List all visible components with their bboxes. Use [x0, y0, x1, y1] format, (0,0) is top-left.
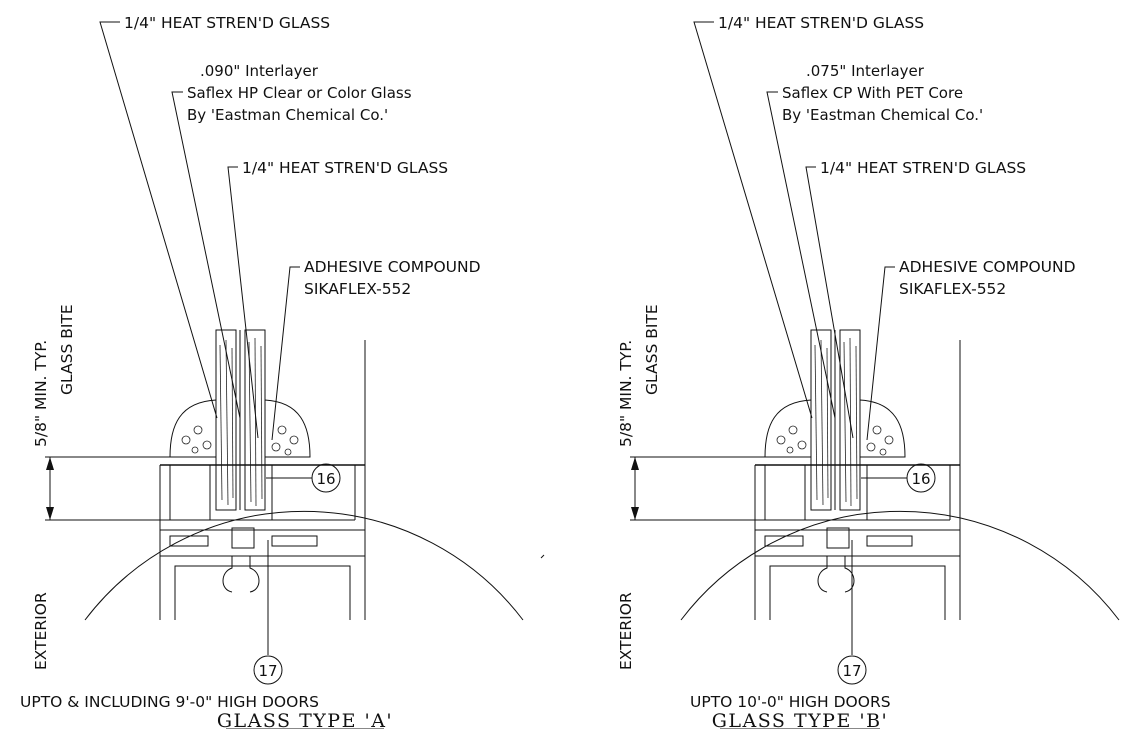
detail-a-adhesive-line-2: SIKAFLEX-552	[304, 280, 411, 298]
detail-a-note: UPTO & INCLUDING 9'-0" HIGH DOORS	[20, 693, 319, 711]
detail-a-callout-16-circle	[311, 463, 341, 493]
detail-b-glazing-pocket	[804, 464, 868, 521]
detail-a-outer-glass-label: 1/4" HEAT STREN'D GLASS	[124, 14, 330, 32]
detail-b-adhesive-line-1: ADHESIVE COMPOUND	[899, 258, 1076, 276]
detail-b-bite-dim: 5/8" MIN. TYP.	[617, 340, 635, 447]
detail-b-adhesive-line-2: SIKAFLEX-552	[899, 280, 1006, 298]
detail-b-outer-glass-label: 1/4" HEAT STREN'D GLASS	[718, 14, 924, 32]
detail-a-glass-hatch	[219, 337, 263, 507]
detail-a-bite-label: GLASS BITE	[58, 304, 76, 395]
detail-a-inner-glass-label: 1/4" HEAT STREN'D GLASS	[242, 159, 448, 177]
detail-b-interlayer-line-1: .075" Interlayer	[806, 62, 925, 80]
detail-b-inner-glass-leader	[805, 166, 854, 439]
detail-a-adhesive-line-1: ADHESIVE COMPOUND	[304, 258, 481, 276]
detail-a-title: GLASS TYPE 'A'	[217, 710, 393, 729]
detail-a-glazing-pocket	[209, 464, 273, 521]
detail-b-side-label: EXTERIOR	[617, 592, 635, 670]
detail-b-interlayer-line-2: Saflex CP With PET Core	[782, 84, 963, 102]
detail-a-inner-glass-leader	[227, 166, 259, 439]
detail-b-callout-17-circle	[837, 655, 867, 685]
detail-a-callout-17: 17	[258, 662, 277, 680]
detail-a-callout-16: 16	[316, 470, 335, 488]
detail-a-outer-glass-leader	[99, 21, 218, 419]
detail-a-interlayer-leader	[171, 91, 241, 419]
detail-b-outer-glass-leader	[693, 21, 813, 419]
detail-b-right-bead	[859, 399, 906, 458]
detail-b: 16 17 1/4" HEAT STREN'D GLASS .075" Inte…	[617, 14, 1120, 729]
detail-b-circle	[680, 510, 1120, 621]
detail-b-interlayer-line-3: By 'Eastman Chemical Co.'	[782, 106, 983, 124]
detail-a-right-bead	[264, 399, 311, 458]
detail-a-interlayer-line-1: .090" Interlayer	[200, 62, 319, 80]
detail-b-title: GLASS TYPE 'B'	[712, 710, 889, 729]
detail-a-callout-17-circle	[253, 655, 283, 685]
detail-b-callout-16-circle	[906, 463, 936, 493]
detail-b-callout-16: 16	[911, 470, 930, 488]
detail-a-interlayer-line-3: By 'Eastman Chemical Co.'	[187, 106, 388, 124]
detail-b-inner-glass-label: 1/4" HEAT STREN'D GLASS	[820, 159, 1026, 177]
detail-a-bite-dim: 5/8" MIN. TYP.	[32, 340, 50, 447]
detail-b-interlayer-leader	[766, 91, 836, 419]
detail-a: 16 17 1/4" HEAT STREN'D GLASS .090" Inte…	[20, 14, 524, 729]
detail-b-note: UPTO 10'-0" HIGH DOORS	[690, 693, 891, 711]
detail-b-bite-label: GLASS BITE	[643, 304, 661, 395]
detail-b-callout-17: 17	[842, 662, 861, 680]
detail-a-circle	[84, 510, 524, 621]
detail-a-interlayer-line-2: Saflex HP Clear or Color Glass	[187, 84, 412, 102]
detail-a-adhesive-leader	[271, 266, 300, 441]
detail-a-side-label: EXTERIOR	[32, 592, 50, 670]
detail-b-adhesive-leader	[866, 266, 895, 441]
